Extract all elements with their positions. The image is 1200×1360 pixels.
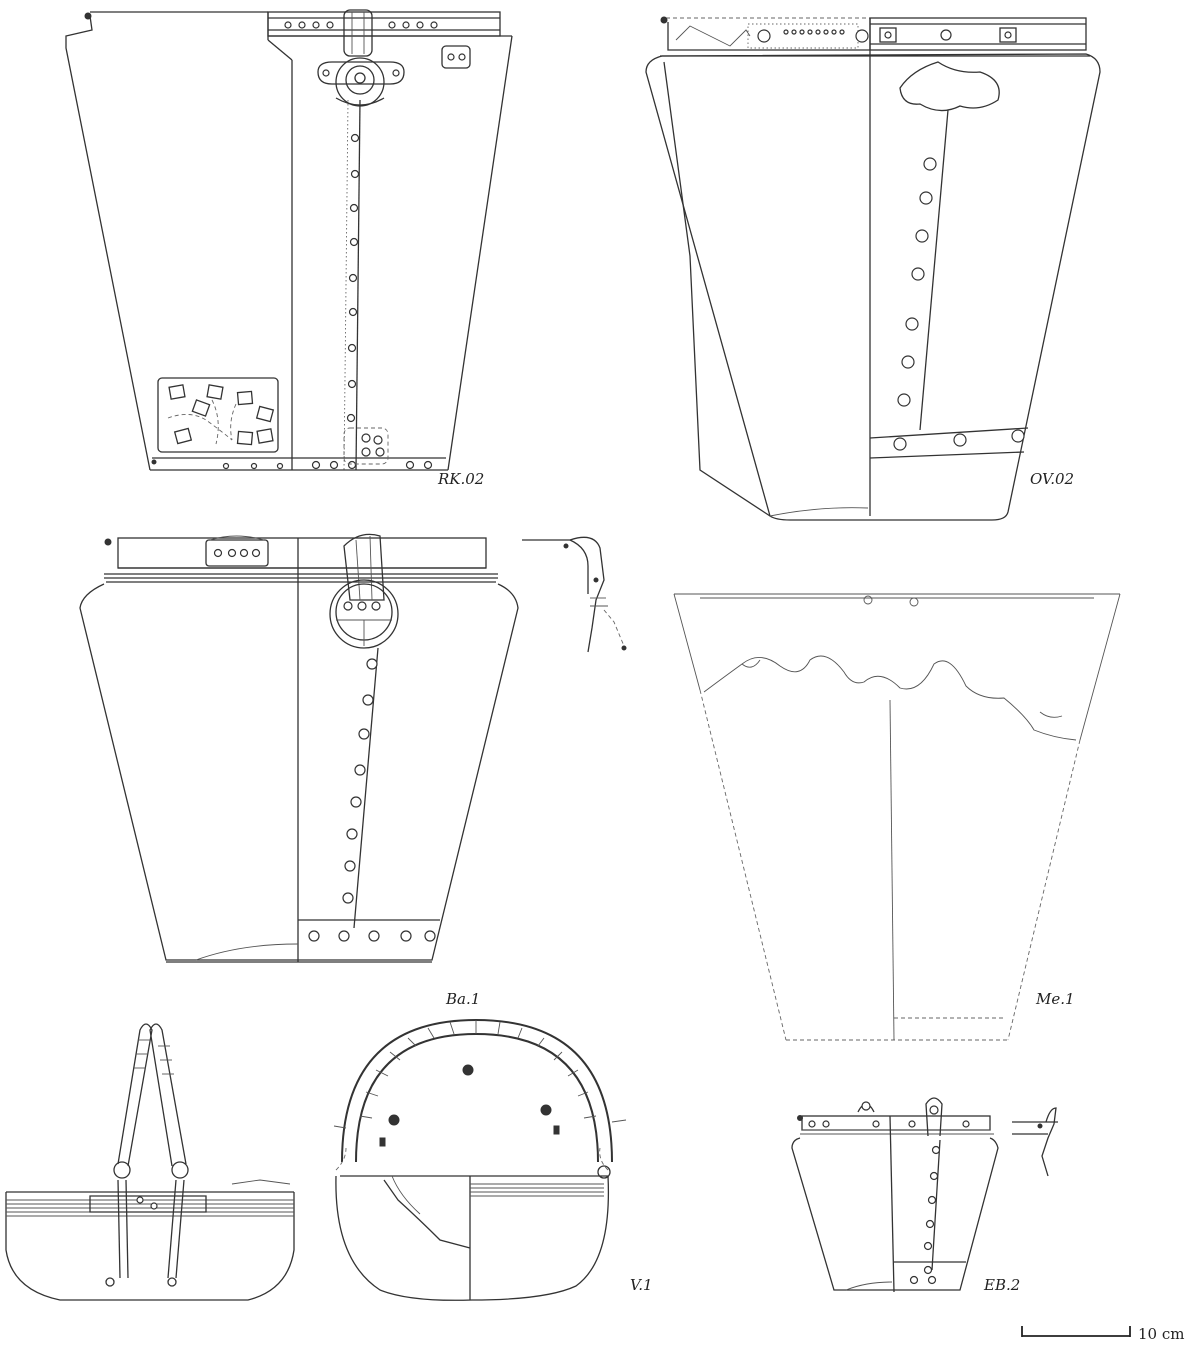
scale-bar-label: 10 cm — [1138, 1325, 1185, 1343]
label-ba1: Ba.1 — [446, 990, 481, 1008]
rk02-left-wall — [65, 15, 151, 471]
vessel-v1-right — [333, 1018, 627, 1301]
ov02-rivet-row — [897, 157, 937, 407]
rk02-base-rivets — [222, 460, 433, 470]
vessel-eb2 — [791, 1097, 1058, 1293]
label-me1: Me.1 — [1036, 990, 1075, 1008]
ba1-rim — [117, 537, 487, 569]
ba1-rivet-row — [342, 658, 378, 904]
label-eb2: EB.2 — [984, 1276, 1021, 1294]
rk02-right-wall — [447, 35, 513, 471]
vessel-me1 — [673, 593, 1121, 1041]
vessel-ov02 — [645, 16, 1101, 521]
ov02-body — [645, 53, 1101, 521]
vessel-ba1 — [79, 533, 627, 963]
vessel-rk02 — [65, 9, 513, 471]
rk02-handle-attachment — [317, 9, 405, 107]
rk02-rivet-row — [346, 133, 360, 423]
v1-left-body — [5, 1192, 295, 1301]
rk02-patch — [157, 377, 279, 453]
vessel-v1-left — [5, 1023, 295, 1301]
label-rk02: RK.02 — [438, 470, 485, 488]
ba1-body — [79, 583, 519, 961]
label-v1: V.1 — [630, 1276, 653, 1294]
ov02-damage — [899, 61, 1000, 112]
eb2-rim — [801, 1115, 991, 1131]
me1-fracture-line — [703, 655, 1077, 741]
label-ov02: OV.02 — [1030, 470, 1075, 488]
rk02-rim-rivets — [284, 21, 438, 29]
scale-bar — [1021, 1326, 1131, 1337]
